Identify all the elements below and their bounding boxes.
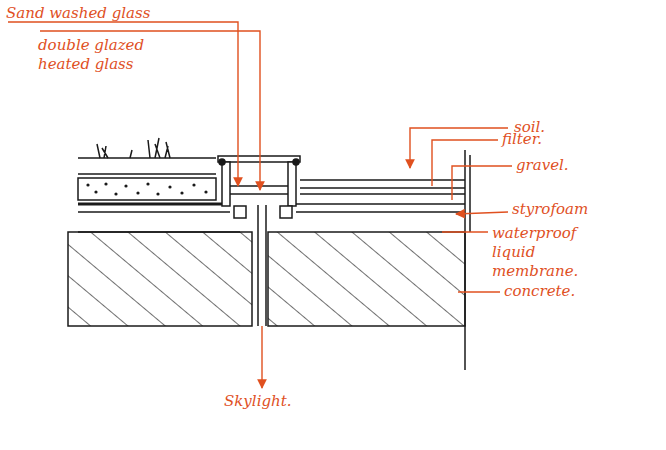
- layer-label: filter.: [502, 130, 542, 149]
- layer-label: concrete.: [504, 282, 575, 301]
- layer-label: styrofoam: [512, 200, 588, 219]
- skylight-label: Skylight.: [224, 392, 292, 411]
- layer-label: gravel.: [516, 156, 569, 175]
- glass-label: double glazed heated glass: [38, 36, 163, 74]
- layer-label: waterproof liquid membrane.: [492, 224, 604, 281]
- glass-label: Sand washed glass: [6, 4, 150, 23]
